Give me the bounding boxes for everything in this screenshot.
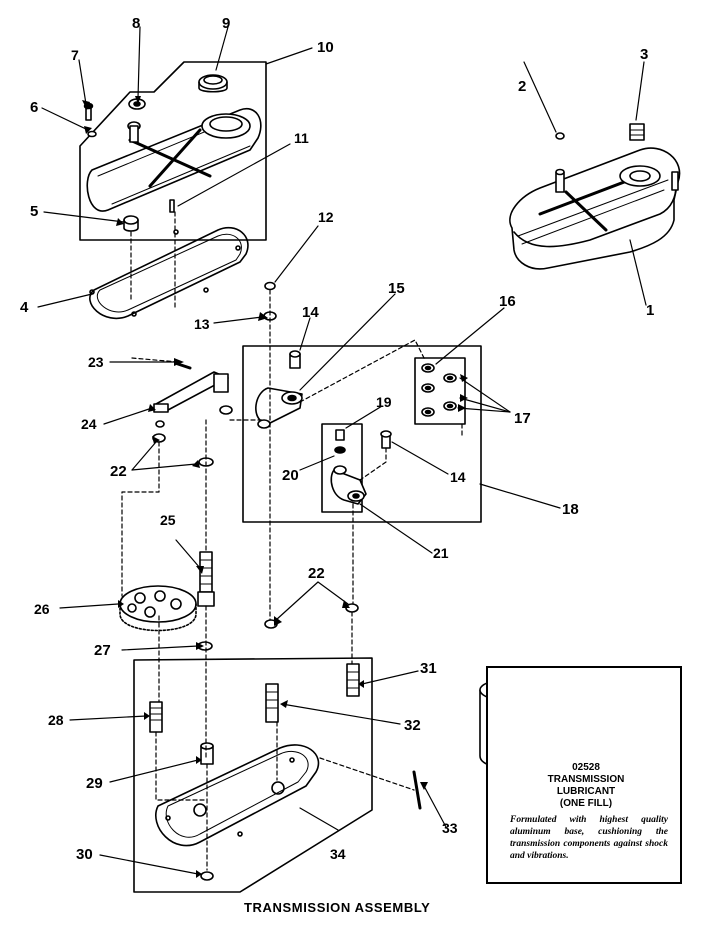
callout-30: 30	[76, 846, 93, 863]
shaft-28	[149, 701, 163, 733]
screw-23	[176, 362, 192, 370]
idler-group-outline	[242, 345, 482, 523]
callout-33: 33	[442, 820, 458, 836]
lubricant-part-number: 02528	[572, 762, 600, 773]
callout-4: 4	[20, 299, 29, 316]
lubricant-title-line2: LUBRICANT	[556, 786, 616, 797]
lubricant-info-box: 02528 TRANSMISSION LUBRICANT (ONE FILL) …	[486, 666, 682, 884]
callout-32: 32	[404, 717, 421, 734]
callout-5: 5	[30, 203, 39, 220]
washer-small-assembled	[555, 132, 565, 140]
gear-cover-top	[86, 107, 262, 212]
callout-6: 6	[30, 99, 39, 116]
callout-10: 10	[317, 39, 334, 56]
callout-12: 12	[318, 209, 334, 225]
washer-22c	[219, 405, 233, 415]
cover-group-outline	[79, 61, 267, 241]
dowel-pin	[169, 199, 175, 213]
callout-3: 3	[640, 46, 649, 63]
callout-23: 23	[88, 354, 104, 370]
shaft-32	[265, 683, 279, 723]
callout-28: 28	[48, 712, 64, 728]
callout-24: 24	[81, 416, 97, 432]
cam-group-outline	[321, 423, 363, 513]
callout-21: 21	[433, 545, 449, 561]
callout-25: 25	[160, 512, 176, 528]
washer-set-outline	[414, 357, 466, 425]
arrowheads	[82, 96, 468, 878]
diagram-caption: TRANSMISSION ASSEMBLY	[244, 900, 431, 915]
washer-small	[87, 130, 97, 138]
callout-22a: 22	[110, 463, 127, 480]
callout-11: 11	[294, 130, 309, 146]
callout-34: 34	[330, 846, 346, 862]
lubricant-title-line1: TRANSMISSION	[547, 774, 625, 785]
idler-pin	[289, 350, 301, 369]
cam-bushing	[335, 429, 345, 441]
shaft-31	[346, 663, 360, 697]
callout-22b: 22	[308, 565, 325, 582]
idler-arm	[255, 387, 303, 429]
bushing	[123, 215, 139, 232]
callout-27: 27	[94, 642, 111, 659]
cam-pin	[380, 430, 392, 449]
callout-26: 26	[34, 601, 50, 617]
pin-33	[412, 770, 422, 810]
shift-bracket	[153, 371, 229, 428]
callout-14a: 14	[302, 304, 319, 321]
callout-16: 16	[499, 293, 516, 310]
drive-gear	[119, 585, 197, 632]
leader-lines	[37, 26, 647, 875]
worm-shaft	[197, 551, 215, 607]
plug-30	[200, 871, 214, 881]
callout-14b: 14	[450, 469, 466, 485]
callout-18: 18	[562, 501, 579, 518]
callout-9: 9	[222, 15, 231, 32]
shaft-29	[200, 742, 214, 765]
callout-31: 31	[420, 660, 437, 677]
callout-29: 29	[86, 775, 103, 792]
seal-assembled	[629, 123, 645, 141]
spacer-washers	[421, 363, 457, 417]
seal-ring	[198, 74, 228, 93]
callout-20: 20	[282, 467, 299, 484]
cam-washer	[334, 446, 346, 454]
lubricant-description: Formulated with highest quality aluminum…	[510, 815, 668, 861]
callout-17: 17	[514, 410, 531, 427]
callout-13: 13	[194, 316, 210, 332]
callout-1: 1	[646, 302, 655, 319]
callout-19: 19	[376, 394, 392, 410]
transmission-base	[155, 744, 320, 847]
callout-15: 15	[388, 280, 405, 297]
callout-2: 2	[518, 78, 527, 95]
lubricant-title-line3: (ONE FILL)	[559, 798, 613, 809]
cam-lever	[330, 465, 367, 505]
gasket	[89, 227, 249, 319]
callout-8: 8	[132, 15, 141, 32]
bearing-top	[128, 98, 146, 110]
callout-7: 7	[71, 47, 79, 63]
washer-12	[264, 281, 276, 291]
transmission-housing-assembled	[509, 147, 681, 270]
base-group-outline	[133, 657, 373, 893]
